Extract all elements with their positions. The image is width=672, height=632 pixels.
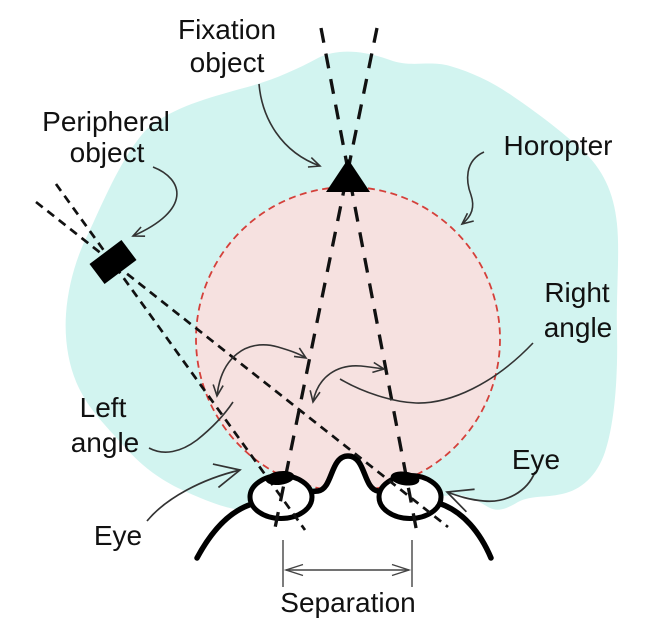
right-angle-leader-line [339,342,534,404]
fixation-leader-arrow [258,83,322,168]
right-pupil [390,471,420,486]
right-angle-label-line2: angle [544,312,613,343]
separation-measure [282,540,413,587]
horopter-leader-arrow [460,151,485,226]
face-interior [197,456,491,606]
left-angle-label-line1: Left [80,392,127,423]
left-angle-arc [212,344,308,398]
right-eye-leader-arrow [445,471,536,513]
separation-label: Separation [280,587,415,618]
left-eye-leader-arrow [146,463,242,522]
eye-left-label: Eye [94,520,142,551]
peripheral-object-label-line2: object [70,137,145,168]
fixation-object-label-line2: object [190,47,265,78]
left-eye-fixation-sightline [272,27,379,534]
left-angle-label-line2: angle [71,427,140,458]
fixation-object-label-line1: Fixation [178,14,276,45]
left-eye-peripheral-sightline [54,183,307,531]
horopter-circle [195,186,501,492]
right-angle-arc [309,361,386,404]
peripheral-leader-arrow [131,166,178,237]
fixation-marker [326,159,370,192]
right-eye-fixation-sightline [319,27,419,534]
eye-right-label: Eye [512,444,560,475]
horopter-label: Horopter [504,130,613,161]
left-angle-leader-line [148,401,234,453]
left-pupil [265,470,295,486]
peripheral-marker [89,239,137,285]
right-angle-label-line1: Right [544,277,610,308]
peripheral-object-label-line1: Peripheral [42,106,170,137]
